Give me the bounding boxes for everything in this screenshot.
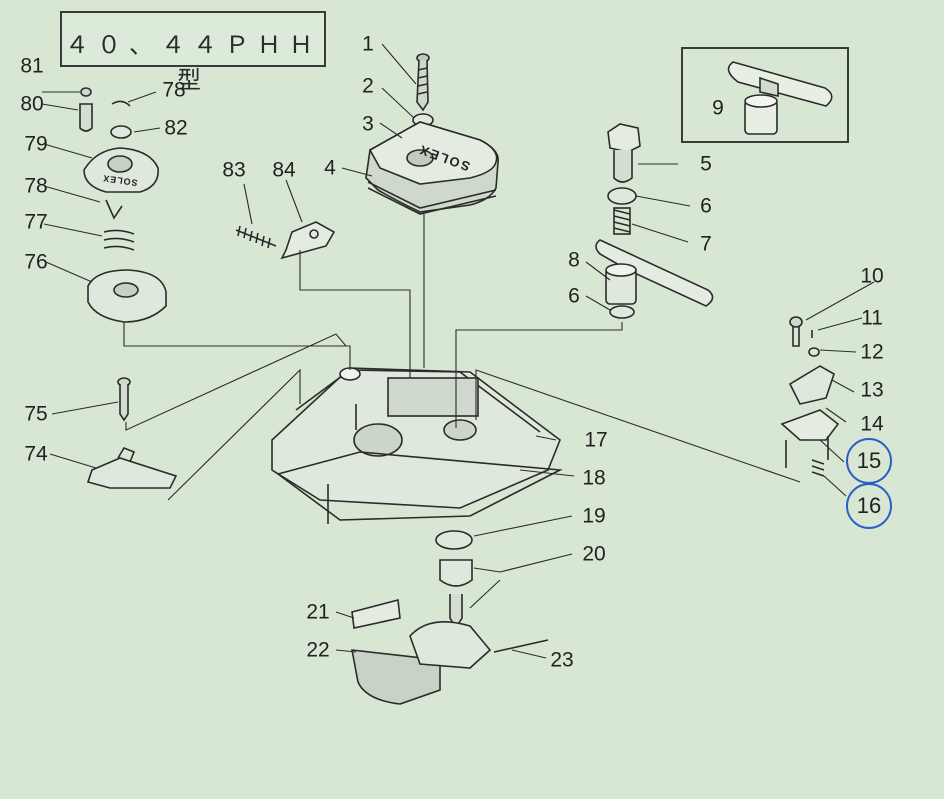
callout-80: 80 bbox=[20, 92, 44, 116]
part-16-spring bbox=[811, 459, 825, 477]
part-17-carburetor-body bbox=[271, 367, 561, 524]
callout-78-lower: 78 bbox=[24, 174, 48, 198]
callout-17: 17 bbox=[584, 428, 608, 452]
callout-77: 77 bbox=[24, 210, 48, 234]
callout-74: 74 bbox=[24, 442, 48, 466]
part-5-jet-plug bbox=[607, 123, 641, 183]
callout-10: 10 bbox=[860, 264, 884, 288]
callout-5: 5 bbox=[700, 152, 712, 176]
part-6-washer bbox=[607, 187, 637, 205]
part-13-lever bbox=[788, 365, 835, 405]
part-77-spring bbox=[103, 229, 135, 251]
part-78-lower-clip bbox=[105, 199, 123, 220]
callout-81: 81 bbox=[20, 54, 44, 78]
part-79-lever-cover bbox=[83, 147, 159, 193]
part-18-gasket bbox=[276, 451, 563, 521]
t-wrench-tool bbox=[727, 61, 833, 135]
callout-82: 82 bbox=[164, 116, 188, 140]
part-81-screw bbox=[80, 87, 92, 97]
callout-22: 22 bbox=[306, 638, 330, 662]
part-83-spring bbox=[235, 225, 277, 249]
callout-79: 79 bbox=[24, 132, 48, 156]
callout-7: 7 bbox=[700, 232, 712, 256]
callout-3: 3 bbox=[362, 112, 374, 136]
callout-11: 11 bbox=[861, 306, 883, 330]
callout-8: 8 bbox=[568, 248, 580, 272]
callout-78-upper: 78 bbox=[162, 78, 186, 102]
model-title: ４０、４４ＰＨＨ型 bbox=[65, 31, 321, 94]
callout-20: 20 bbox=[582, 542, 606, 566]
callout-14: 14 bbox=[860, 412, 884, 436]
callout-21: 21 bbox=[306, 600, 330, 624]
callout-6-upper: 6 bbox=[700, 194, 712, 218]
part-20-needle-valve bbox=[439, 559, 473, 630]
part-75-screw bbox=[117, 377, 131, 422]
part-10-screw bbox=[789, 316, 803, 347]
callout-4: 4 bbox=[324, 156, 336, 180]
callout-2: 2 bbox=[362, 74, 374, 98]
part-82-washer bbox=[110, 125, 132, 139]
part-78-clip bbox=[111, 100, 131, 107]
part-19-o-ring bbox=[435, 530, 473, 550]
callout-9: 9 bbox=[712, 96, 724, 120]
tool-inset-box bbox=[681, 47, 849, 143]
part-12-washer bbox=[808, 347, 820, 357]
callout-19: 19 bbox=[582, 504, 606, 528]
callout-18: 18 bbox=[582, 466, 606, 490]
callout-16-highlighted: 16 bbox=[846, 483, 892, 529]
part-76-diaphragm-housing bbox=[87, 269, 167, 323]
model-title-box: ４０、４４ＰＨＨ型 bbox=[60, 11, 326, 94]
part-6-lower-washer bbox=[609, 305, 635, 319]
part-14-arm bbox=[780, 409, 840, 441]
callout-84: 84 bbox=[272, 158, 296, 182]
part-74-bracket bbox=[86, 447, 178, 489]
part-7-spring bbox=[613, 207, 631, 235]
callout-15-highlighted: 15 bbox=[846, 438, 892, 484]
callout-6-lower: 6 bbox=[568, 284, 580, 308]
callout-13: 13 bbox=[860, 378, 884, 402]
part-22-float bbox=[351, 620, 492, 705]
part-80-pin bbox=[79, 103, 93, 132]
callout-12: 12 bbox=[860, 340, 884, 364]
callout-76: 76 bbox=[24, 250, 48, 274]
part-8-t-fitting bbox=[595, 239, 714, 307]
callout-1: 1 bbox=[362, 32, 374, 56]
part-1-screw bbox=[416, 53, 430, 112]
callout-83: 83 bbox=[222, 158, 246, 182]
leader-lines bbox=[41, 43, 875, 659]
part-3-cover bbox=[365, 121, 499, 215]
callout-23: 23 bbox=[550, 648, 574, 672]
part-84-lever bbox=[280, 221, 336, 260]
callout-75: 75 bbox=[24, 402, 48, 426]
part-23-pin bbox=[493, 639, 549, 653]
part-21-pad bbox=[351, 598, 401, 629]
